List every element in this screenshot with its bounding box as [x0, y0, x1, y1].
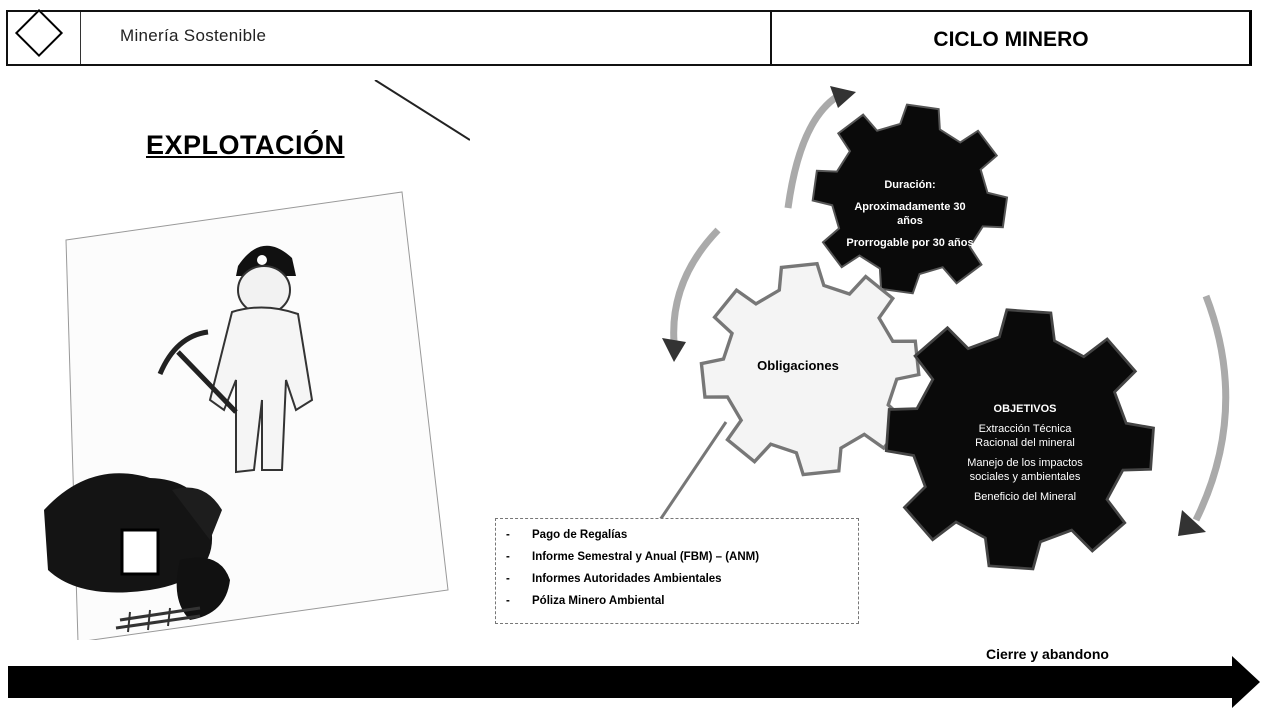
miner-illustration [44, 80, 470, 640]
timeline-arrow-bar [8, 666, 1236, 698]
logo-box [8, 12, 81, 64]
objectives-line-1: Extracción Técnica Racional del mineral [975, 423, 1075, 449]
cycle-arrow-icon [784, 86, 856, 209]
header-divider [770, 10, 772, 66]
cycle-diagram [658, 86, 1230, 579]
duration-line-2: Prorrogable por 30 años [846, 237, 974, 249]
obligations-list: -Pago de Regalías -Informe Semestral y A… [495, 518, 859, 624]
header-bar [6, 10, 1252, 66]
cycle-arrow-icon [1178, 294, 1230, 536]
pointer-line [374, 80, 470, 141]
list-item: -Informes Autoridades Ambientales [506, 573, 722, 585]
duration-text: Duración: Aproximadamente 30 años Prorro… [845, 178, 975, 250]
page-title: CICLO MINERO [933, 28, 1089, 51]
list-item: -Informe Semestral y Anual (FBM) – (ANM) [506, 551, 760, 563]
objectives-text: OBJETIVOS Extracción Técnica Racional de… [960, 402, 1090, 504]
connector-line [658, 421, 728, 521]
section-title: EXPLOTACIÓN [146, 130, 345, 160]
list-item: -Póliza Minero Ambiental [506, 595, 665, 607]
objectives-line-3: Beneficio del Mineral [973, 491, 1077, 503]
mine-entrance-icon [44, 473, 230, 633]
duration-line-1: Aproximadamente 30 años [854, 201, 966, 227]
closing-label: Cierre y abandono [986, 646, 1109, 662]
cycle-arrow-icon [662, 227, 721, 362]
obligations-label: Obligaciones [757, 358, 839, 373]
header-subtitle: Minería Sostenible [120, 26, 267, 45]
objectives-heading: OBJETIVOS [993, 403, 1057, 415]
list-item: -Pago de Regalías [506, 529, 628, 541]
objectives-line-2: Manejo de los impactos sociales y ambien… [967, 457, 1083, 483]
duration-heading: Duración: [884, 179, 936, 191]
arrow-head-icon [1232, 656, 1260, 708]
miner-figure-icon [157, 245, 314, 474]
